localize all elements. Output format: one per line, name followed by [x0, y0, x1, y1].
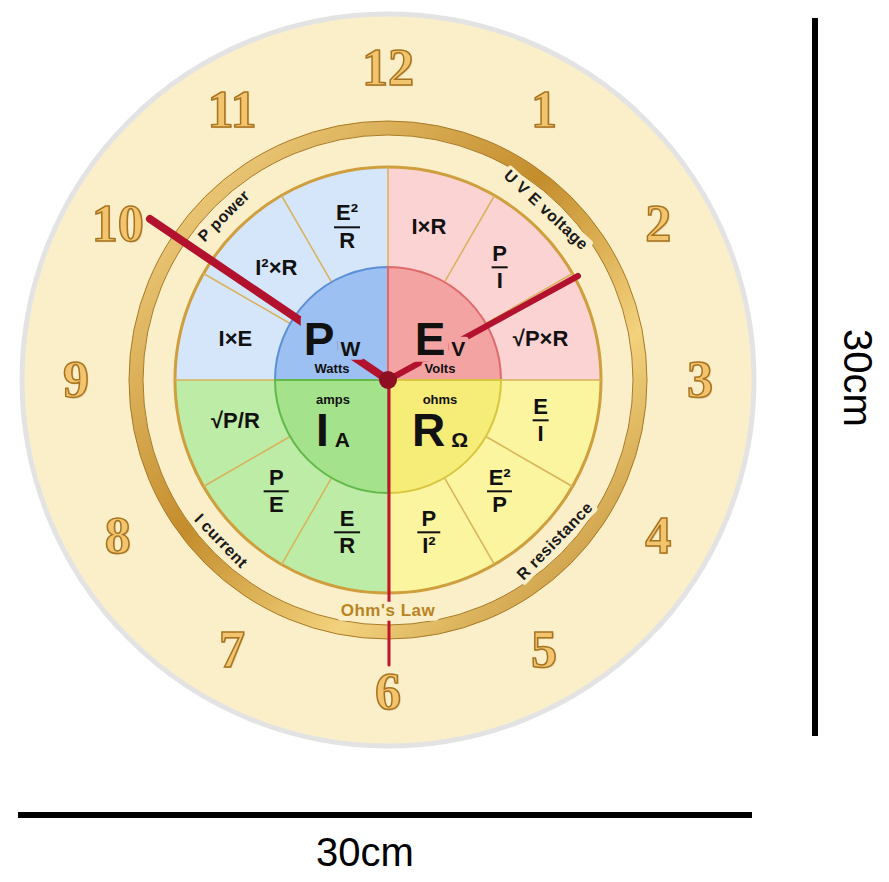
quantity-core: PWWatts — [301, 316, 364, 376]
hour-numeral: 8 — [105, 507, 131, 564]
unit-name: ohms — [420, 393, 461, 407]
current-quadrant — [175, 380, 388, 593]
dimension-line — [812, 18, 818, 736]
arc-label: R resistance — [511, 497, 598, 586]
dimension-label: 30cm — [316, 830, 414, 874]
power-core — [275, 267, 388, 380]
unit-name: Watts — [312, 362, 353, 376]
fraction-denominator: R — [334, 226, 360, 253]
voltage-quadrant — [388, 167, 601, 380]
fraction-denominator: R — [334, 531, 360, 558]
formula-wedge: PE — [264, 466, 289, 517]
formula-wedge: √P×R — [510, 327, 571, 351]
quantity-core: ampsIA — [313, 393, 353, 453]
title-arc-text: Ohm's Law — [338, 602, 439, 621]
fraction-denominator: I² — [417, 531, 440, 558]
formula-wedge: PI — [489, 243, 510, 294]
formula-wedge: I×E — [216, 327, 256, 351]
hour-numeral: 12 — [362, 39, 414, 96]
fraction-numerator: P — [266, 466, 287, 490]
text-row: PW — [301, 316, 364, 362]
fraction-numerator: P — [419, 507, 440, 531]
quantity-symbol: R — [409, 407, 448, 453]
fraction-denominator: I — [533, 419, 549, 446]
arc-label: U V E voltage — [498, 165, 594, 256]
fraction-numerator: E² — [333, 202, 361, 226]
text-row: RΩ — [409, 407, 471, 453]
unit-symbol: W — [337, 337, 363, 360]
dimension-label: 30cm — [836, 329, 880, 427]
formula-wedge: EI — [530, 395, 551, 446]
unit-symbol: A — [332, 428, 353, 451]
power-quadrant — [175, 167, 388, 380]
text-row: IA — [313, 407, 353, 453]
formula-text: I×R — [408, 215, 449, 239]
formula-wedge: √P/R — [208, 409, 263, 433]
resistance-core — [388, 380, 501, 493]
formula-wedge: E²P — [486, 466, 514, 517]
hour-numeral: 10 — [92, 195, 144, 252]
fraction-denominator: P — [487, 490, 512, 517]
hour-numeral: 4 — [645, 507, 671, 564]
fraction-numerator: E — [337, 507, 358, 531]
fraction-denominator: E — [264, 490, 289, 517]
text-row: Watts — [312, 362, 353, 376]
fraction-denominator: I — [492, 267, 508, 294]
arc-label: P power — [193, 185, 256, 248]
minute-hand — [388, 276, 578, 380]
hour-numeral: 6 — [375, 663, 401, 720]
unit-name: Volts — [422, 362, 459, 376]
dimension-line — [18, 812, 752, 818]
second-hand — [388, 380, 391, 665]
formula-wedge: PI² — [417, 507, 440, 558]
current-core — [275, 380, 388, 493]
hour-numeral: 11 — [207, 81, 256, 138]
quantity-symbol: I — [313, 407, 332, 453]
hour-numeral: 1 — [531, 81, 557, 138]
fraction-numerator: E² — [486, 466, 514, 490]
divider — [282, 478, 332, 565]
hour-numeral: 3 — [687, 351, 713, 408]
formula-text: √P×R — [510, 327, 571, 351]
hour-numeral: 9 — [63, 351, 89, 408]
hour-numeral: 5 — [531, 622, 557, 679]
text-row: ohms — [420, 393, 461, 407]
quantity-core: ohmsRΩ — [409, 393, 471, 453]
quantity-symbol: E — [412, 316, 449, 362]
fraction-numerator: P — [489, 243, 510, 267]
quantity-symbol: P — [301, 316, 338, 362]
formula-wedge: E²R — [333, 202, 361, 253]
formula-text: I×E — [216, 327, 256, 351]
formula-text: √P/R — [208, 409, 263, 433]
hour-hand — [150, 219, 388, 380]
formula-wedge: I×R — [408, 215, 449, 239]
formula-text: I²×R — [252, 256, 300, 280]
arc-label: I current — [189, 508, 253, 574]
unit-name: amps — [313, 393, 353, 407]
text-row: EV — [412, 316, 469, 362]
divider — [445, 196, 495, 283]
quantity-core: EVVolts — [412, 316, 469, 376]
formula-wedge: ER — [334, 507, 360, 558]
formula-wedge: I²×R — [252, 256, 300, 280]
hour-numeral: 7 — [219, 622, 245, 679]
clock-rim — [22, 14, 754, 746]
hour-numeral: 2 — [645, 195, 671, 252]
text-row: Volts — [422, 362, 459, 376]
hand-cap — [379, 371, 397, 389]
resistance-quadrant — [388, 380, 601, 593]
voltage-core — [388, 267, 501, 380]
fraction-numerator: E — [530, 395, 551, 419]
text-row: amps — [313, 393, 353, 407]
unit-symbol: V — [448, 337, 468, 360]
unit-symbol: Ω — [448, 428, 471, 451]
